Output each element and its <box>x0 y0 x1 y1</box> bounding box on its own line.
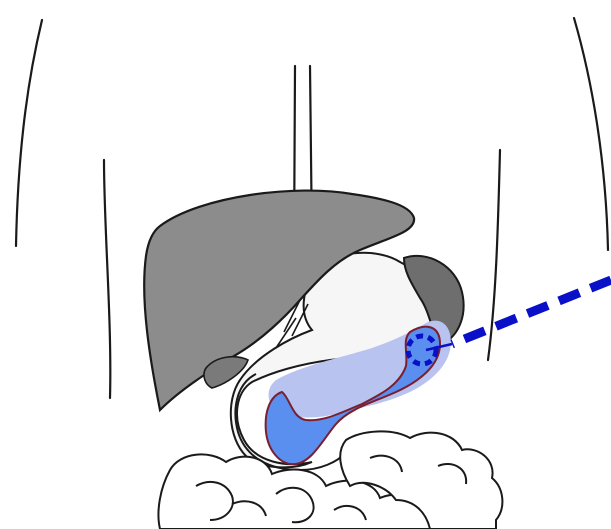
left-torso-edge <box>16 20 42 246</box>
right-torso-edge <box>574 18 608 250</box>
left-flank-line <box>104 160 110 398</box>
intestines <box>158 431 502 529</box>
